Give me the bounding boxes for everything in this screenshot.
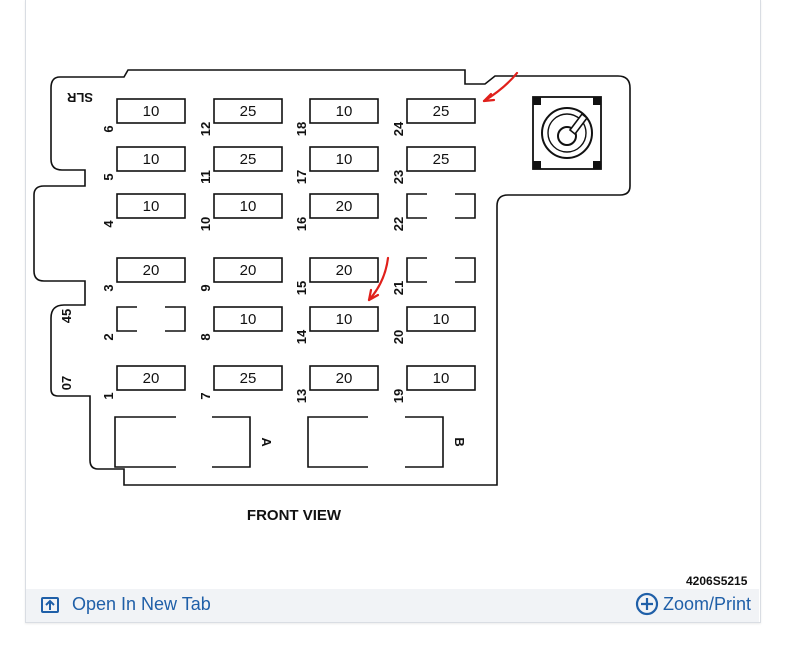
fuse-7 <box>213 365 283 391</box>
slot-number-24: 24 <box>391 121 406 136</box>
fuse-24-rating: 25 <box>433 103 450 120</box>
front-view-caption: FRONT VIEW <box>247 507 342 524</box>
part-code: 4206S5215 <box>686 574 748 588</box>
fuse-20-rating: 10 <box>433 311 450 328</box>
fuse-11 <box>213 146 283 172</box>
zoom-print-link[interactable]: Zoom/Print <box>635 592 751 616</box>
fuse-14 <box>309 306 379 332</box>
fuse-23 <box>406 146 476 172</box>
fuse-19 <box>406 365 476 391</box>
open-external-icon <box>41 596 59 613</box>
slot-number-6: 6 <box>101 125 116 132</box>
zoom-print-label: Zoom/Print <box>662 593 751 614</box>
fuse-13 <box>309 365 379 391</box>
fuse-10 <box>213 193 283 219</box>
empty-slot-21 <box>406 257 476 283</box>
fuse-box-outline <box>33 69 631 486</box>
fuse-24 <box>406 98 476 124</box>
slot-number-14: 14 <box>294 329 309 344</box>
fuse-5-rating: 10 <box>143 151 160 168</box>
slot-number-18: 18 <box>294 122 309 136</box>
slot-number-16: 16 <box>294 217 309 231</box>
fuse-18-rating: 10 <box>336 103 353 120</box>
zoom-plus-icon <box>635 592 659 616</box>
side-label-07: 07 <box>59 376 74 390</box>
open-in-new-tab-link[interactable]: Open In New Tab <box>40 594 211 615</box>
fuse-5 <box>116 146 186 172</box>
fuse-11-rating: 25 <box>240 151 257 168</box>
slot-number-7: 7 <box>198 392 213 399</box>
fuse-3 <box>116 257 186 283</box>
slot-number-5: 5 <box>101 173 116 180</box>
relay-label-b: B <box>452 437 467 446</box>
fuse-grid: 2012203104105106257108209101025112512201… <box>101 98 476 403</box>
fuse-9 <box>213 257 283 283</box>
image-toolbar: Open In New Tab Zoom/Print <box>26 589 759 622</box>
fuse-12 <box>213 98 283 124</box>
fuse-17 <box>309 146 379 172</box>
slot-number-11: 11 <box>198 170 213 184</box>
fuse-box-diagram: A B SLR 45 07 20122031041051062571082091… <box>33 69 631 524</box>
slot-number-15: 15 <box>294 281 309 295</box>
slot-number-23: 23 <box>391 170 406 184</box>
fuse-10-rating: 10 <box>240 198 257 215</box>
fuse-15-rating: 20 <box>336 262 353 279</box>
fuse-1 <box>116 365 186 391</box>
fuse-13-rating: 20 <box>336 370 353 387</box>
fuse-16 <box>309 193 379 219</box>
fuse-23-rating: 25 <box>433 151 450 168</box>
fuse-1-rating: 20 <box>143 370 160 387</box>
slot-number-8: 8 <box>198 333 213 340</box>
empty-slot-22 <box>406 193 476 219</box>
fuse-8 <box>213 306 283 332</box>
side-label-45: 45 <box>59 309 74 323</box>
fuse-4 <box>116 193 186 219</box>
open-in-new-tab-label: Open In New Tab <box>72 594 211 614</box>
fuse-3-rating: 20 <box>143 262 160 279</box>
relay-block-b <box>307 416 444 468</box>
slot-number-13: 13 <box>294 389 309 403</box>
slot-number-4: 4 <box>101 220 116 228</box>
slot-number-20: 20 <box>391 330 406 344</box>
fuse-19-rating: 10 <box>433 370 450 387</box>
slot-number-10: 10 <box>198 217 213 231</box>
fuse-17-rating: 10 <box>336 151 353 168</box>
fuse-20 <box>406 306 476 332</box>
slot-number-2: 2 <box>101 333 116 340</box>
annotation-arrow-fuse-24 <box>482 71 519 103</box>
fuse-15 <box>309 257 379 283</box>
fuse-14-rating: 10 <box>336 311 353 328</box>
fuse-12-rating: 25 <box>240 103 257 120</box>
annotation-arrow-fuse-14 <box>367 256 390 302</box>
fuse-18 <box>309 98 379 124</box>
empty-slot-2 <box>116 306 186 332</box>
slot-number-22: 22 <box>391 217 406 231</box>
slot-number-17: 17 <box>294 170 309 184</box>
relay-block-a <box>114 416 251 468</box>
slot-number-12: 12 <box>198 122 213 136</box>
fuse-8-rating: 10 <box>240 311 257 328</box>
relay-socket <box>532 96 602 170</box>
fuse-7-rating: 25 <box>240 370 257 387</box>
relay-label-a: A <box>259 437 274 447</box>
slot-number-1: 1 <box>101 392 116 399</box>
slot-number-19: 19 <box>391 389 406 403</box>
slot-number-9: 9 <box>198 284 213 291</box>
slot-number-3: 3 <box>101 284 116 291</box>
fuse-9-rating: 20 <box>240 262 257 279</box>
fuse-6-rating: 10 <box>143 103 160 120</box>
corner-label: SLR <box>66 90 93 105</box>
slot-number-21: 21 <box>391 281 406 295</box>
fuse-16-rating: 20 <box>336 198 353 215</box>
fuse-4-rating: 10 <box>143 198 160 215</box>
fuse-6 <box>116 98 186 124</box>
